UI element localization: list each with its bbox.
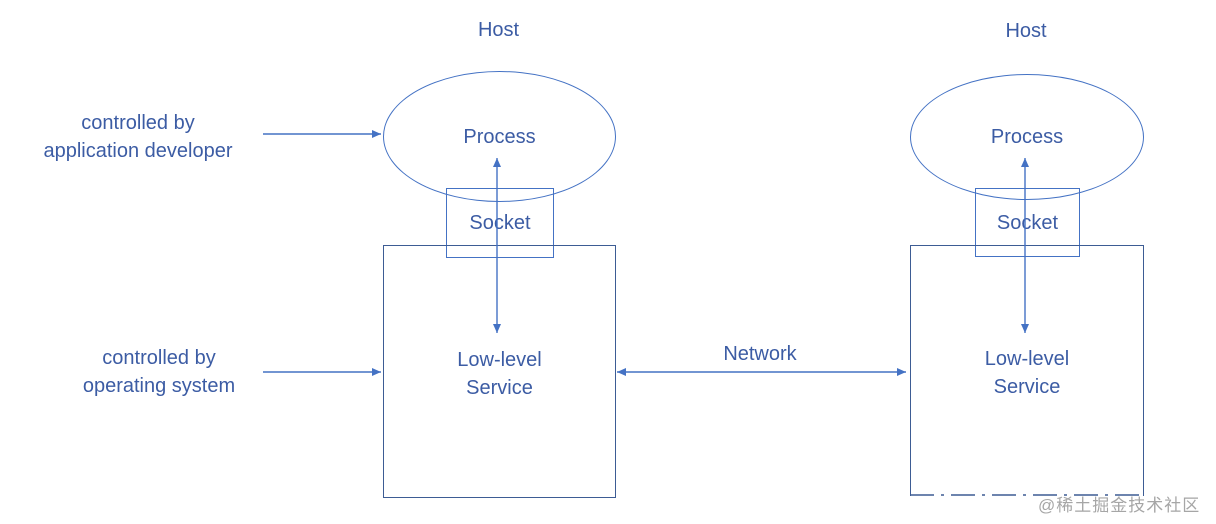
watermark: @稀土掘金技术社区 xyxy=(1038,496,1201,515)
service-label-left: Low-level Service xyxy=(457,348,542,399)
annotation-operating-system: controlled by operating system xyxy=(82,347,236,397)
host-left-title: Host xyxy=(477,19,520,41)
annotation-application-developer: controlled by application developer xyxy=(43,112,233,162)
host-right-title: Host xyxy=(1005,20,1047,42)
service-label-right: Low-level Service xyxy=(984,348,1070,398)
process-label-left: Process xyxy=(463,125,536,148)
process-label-right: Process xyxy=(990,126,1064,148)
network-label: Network xyxy=(723,343,797,365)
